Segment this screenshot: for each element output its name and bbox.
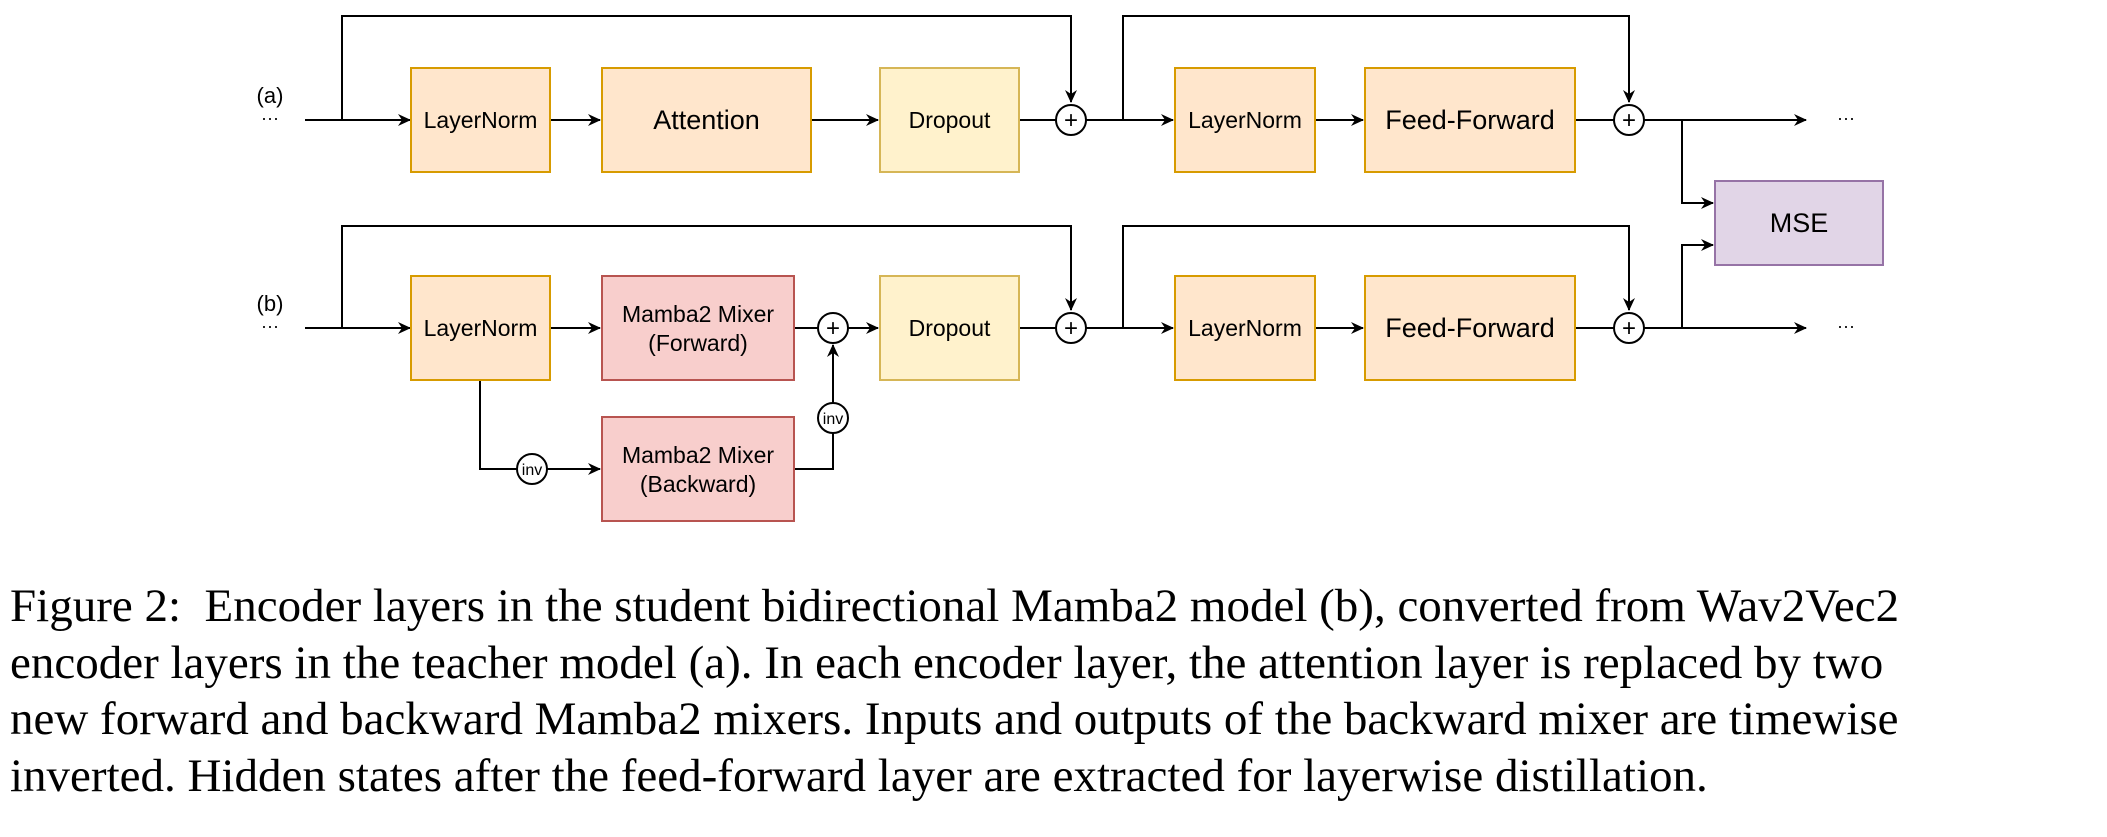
svg-text:(Forward): (Forward) xyxy=(648,330,748,356)
svg-text:Attention: Attention xyxy=(653,105,760,135)
svg-text:+: + xyxy=(1622,315,1636,342)
attention-block: Attention xyxy=(601,67,812,173)
row-b-label: (b) xyxy=(257,291,284,316)
row-b-connectors xyxy=(305,225,1807,475)
svg-text:inv: inv xyxy=(522,462,542,479)
inv-node-input: inv xyxy=(516,453,548,485)
feed-forward-block-b: Feed-Forward xyxy=(1364,275,1576,381)
layernorm-block-b1: LayerNorm xyxy=(410,275,551,381)
caption-line: encoder layers in the teacher model (a).… xyxy=(10,636,1884,689)
mamba2-mixer-backward-block: Mamba2 Mixer (Backward) xyxy=(601,416,795,522)
row-a-output-ellipsis: ··· xyxy=(1837,108,1855,128)
layernorm-block-a1: LayerNorm xyxy=(410,67,551,173)
svg-text:+: + xyxy=(1064,107,1078,134)
row-a-input-ellipsis: ··· xyxy=(261,108,279,128)
svg-text:Mamba2 Mixer: Mamba2 Mixer xyxy=(622,301,774,327)
svg-text:inv: inv xyxy=(823,411,843,428)
feed-forward-block-a: Feed-Forward xyxy=(1364,67,1576,173)
mamba2-mixer-forward-block: Mamba2 Mixer (Forward) xyxy=(601,275,795,381)
svg-text:+: + xyxy=(826,315,840,342)
row-b-output-ellipsis: ··· xyxy=(1837,316,1855,336)
svg-text:+: + xyxy=(1064,315,1078,342)
layernorm-block-b2: LayerNorm xyxy=(1174,275,1316,381)
mse-block: MSE xyxy=(1714,180,1884,266)
svg-text:+: + xyxy=(1622,107,1636,134)
residual-add-a2: + xyxy=(1613,104,1645,136)
figure-caption: Figure 2: Encoder layers in the student … xyxy=(10,578,2100,804)
layernorm-block-a2: LayerNorm xyxy=(1174,67,1316,173)
svg-text:Feed-Forward: Feed-Forward xyxy=(1385,105,1555,135)
svg-text:Dropout: Dropout xyxy=(909,107,991,133)
svg-text:LayerNorm: LayerNorm xyxy=(424,107,538,133)
dropout-block-a: Dropout xyxy=(879,67,1020,173)
svg-text:Dropout: Dropout xyxy=(909,315,991,341)
mixer-add: + xyxy=(817,312,849,344)
svg-text:LayerNorm: LayerNorm xyxy=(424,315,538,341)
svg-text:(Backward): (Backward) xyxy=(640,471,756,497)
svg-text:LayerNorm: LayerNorm xyxy=(1188,107,1302,133)
caption-line: inverted. Hidden states after the feed-f… xyxy=(10,749,1708,802)
caption-line: Figure 2: Encoder layers in the student … xyxy=(10,580,1900,632)
encoder-diagram: (a) ··· LayerNorm Attention Dropout + La… xyxy=(257,15,1884,522)
residual-add-b1: + xyxy=(1055,312,1087,344)
row-a-connectors xyxy=(305,15,1807,209)
svg-text:Mamba2 Mixer: Mamba2 Mixer xyxy=(622,442,774,468)
dropout-block-b: Dropout xyxy=(879,275,1020,381)
row-a-label: (a) xyxy=(257,83,284,108)
inv-node-output: inv xyxy=(817,402,849,434)
svg-text:Feed-Forward: Feed-Forward xyxy=(1385,313,1555,343)
caption-line: new forward and backward Mamba2 mixers. … xyxy=(10,693,1899,745)
residual-add-b2: + xyxy=(1613,312,1645,344)
row-b-input-ellipsis: ··· xyxy=(261,316,279,336)
residual-add-a1: + xyxy=(1055,104,1087,136)
svg-text:LayerNorm: LayerNorm xyxy=(1188,315,1302,341)
svg-text:MSE: MSE xyxy=(1770,208,1829,238)
